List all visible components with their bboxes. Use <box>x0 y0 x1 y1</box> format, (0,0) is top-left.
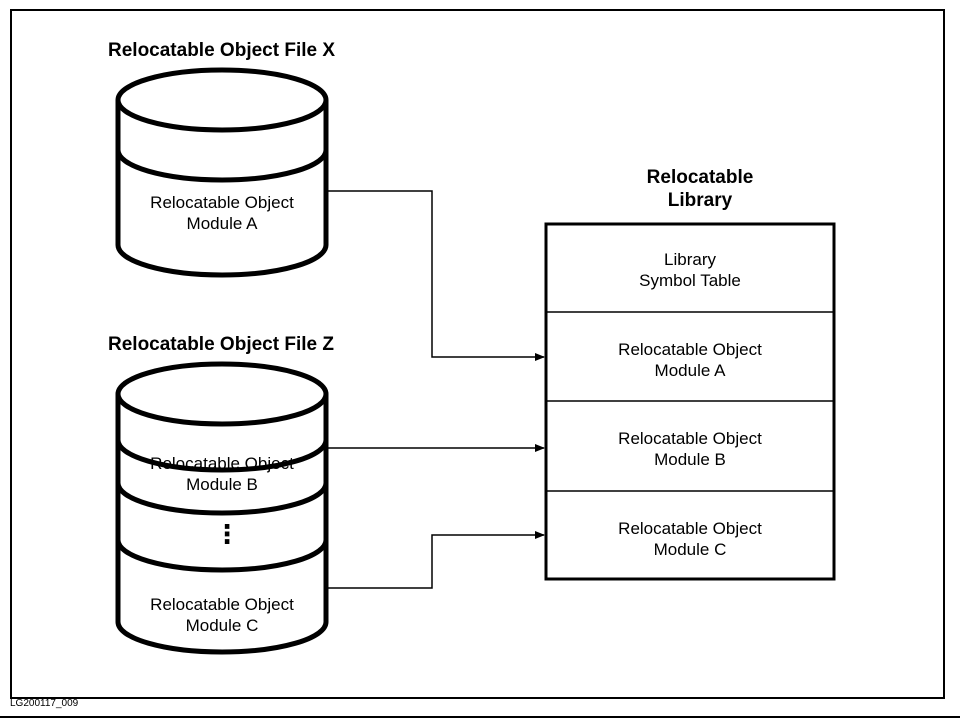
library-module-a-label: Relocatable Object Module A <box>618 340 762 380</box>
cylinder-file-z <box>115 361 329 655</box>
file-x-title: Relocatable Object File X <box>108 40 336 61</box>
library-title: Relocatable Library <box>646 167 754 211</box>
library-box <box>544 222 836 581</box>
cylinder-file-x <box>115 67 329 278</box>
figure-frame <box>10 9 945 699</box>
file-z-module-b-label: Relocatable Object Module B <box>150 454 294 494</box>
arrow-module-c <box>328 531 545 589</box>
connector-arrows <box>328 190 545 589</box>
bottom-rule <box>0 716 960 718</box>
arrow-module-a <box>328 190 545 361</box>
library-module-c-label: Relocatable Object Module C <box>618 519 762 559</box>
figure-id: LG200117_009 <box>10 698 79 709</box>
file-x-module-a-label: Relocatable Object Module A <box>150 193 294 233</box>
library-module-b-label: Relocatable Object Module B <box>618 429 762 469</box>
library-symbol-table-label: Library Symbol Table <box>639 250 741 290</box>
file-z-title: Relocatable Object File Z <box>108 334 334 355</box>
ellipsis-marker: ⋮ <box>214 519 240 549</box>
file-z-module-c-label: Relocatable Object Module C <box>150 595 294 635</box>
